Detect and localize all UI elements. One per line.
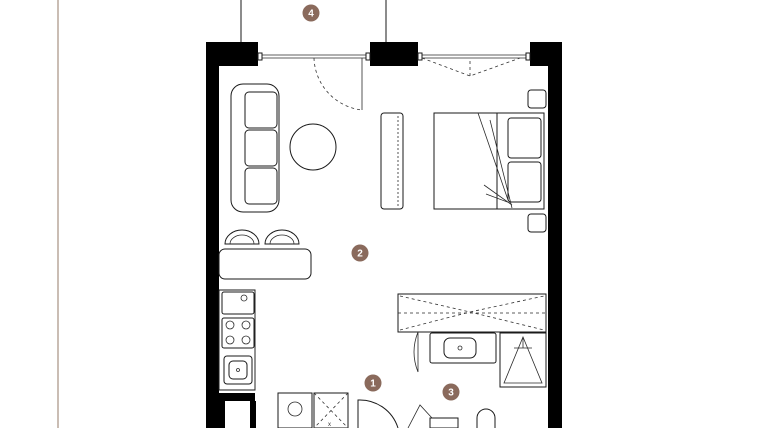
entrance-door — [357, 399, 399, 428]
bar-counter — [218, 248, 312, 280]
bar-stools — [224, 229, 300, 245]
kitchen — [218, 289, 256, 391]
svg-text:1: 1 — [370, 379, 376, 390]
bathroom — [397, 293, 547, 428]
stove-marker: x — [328, 422, 331, 428]
svg-text:4: 4 — [308, 9, 314, 20]
sofa — [230, 83, 280, 213]
svg-text:2: 2 — [357, 249, 363, 260]
balcony — [240, 0, 387, 42]
windows — [257, 52, 531, 111]
svg-text:3: 3 — [448, 388, 454, 399]
room-badge-living-room: 2 — [351, 244, 369, 262]
bed — [433, 89, 547, 233]
room-badge-hallway: 1 — [364, 374, 382, 392]
walls — [206, 42, 562, 428]
hallway-cabinet: x — [277, 392, 349, 428]
room-badge-balcony: 4 — [302, 4, 320, 22]
coffee-table — [289, 123, 337, 171]
tv-unit — [380, 112, 404, 210]
room-badge-bathroom: 3 — [442, 383, 460, 401]
